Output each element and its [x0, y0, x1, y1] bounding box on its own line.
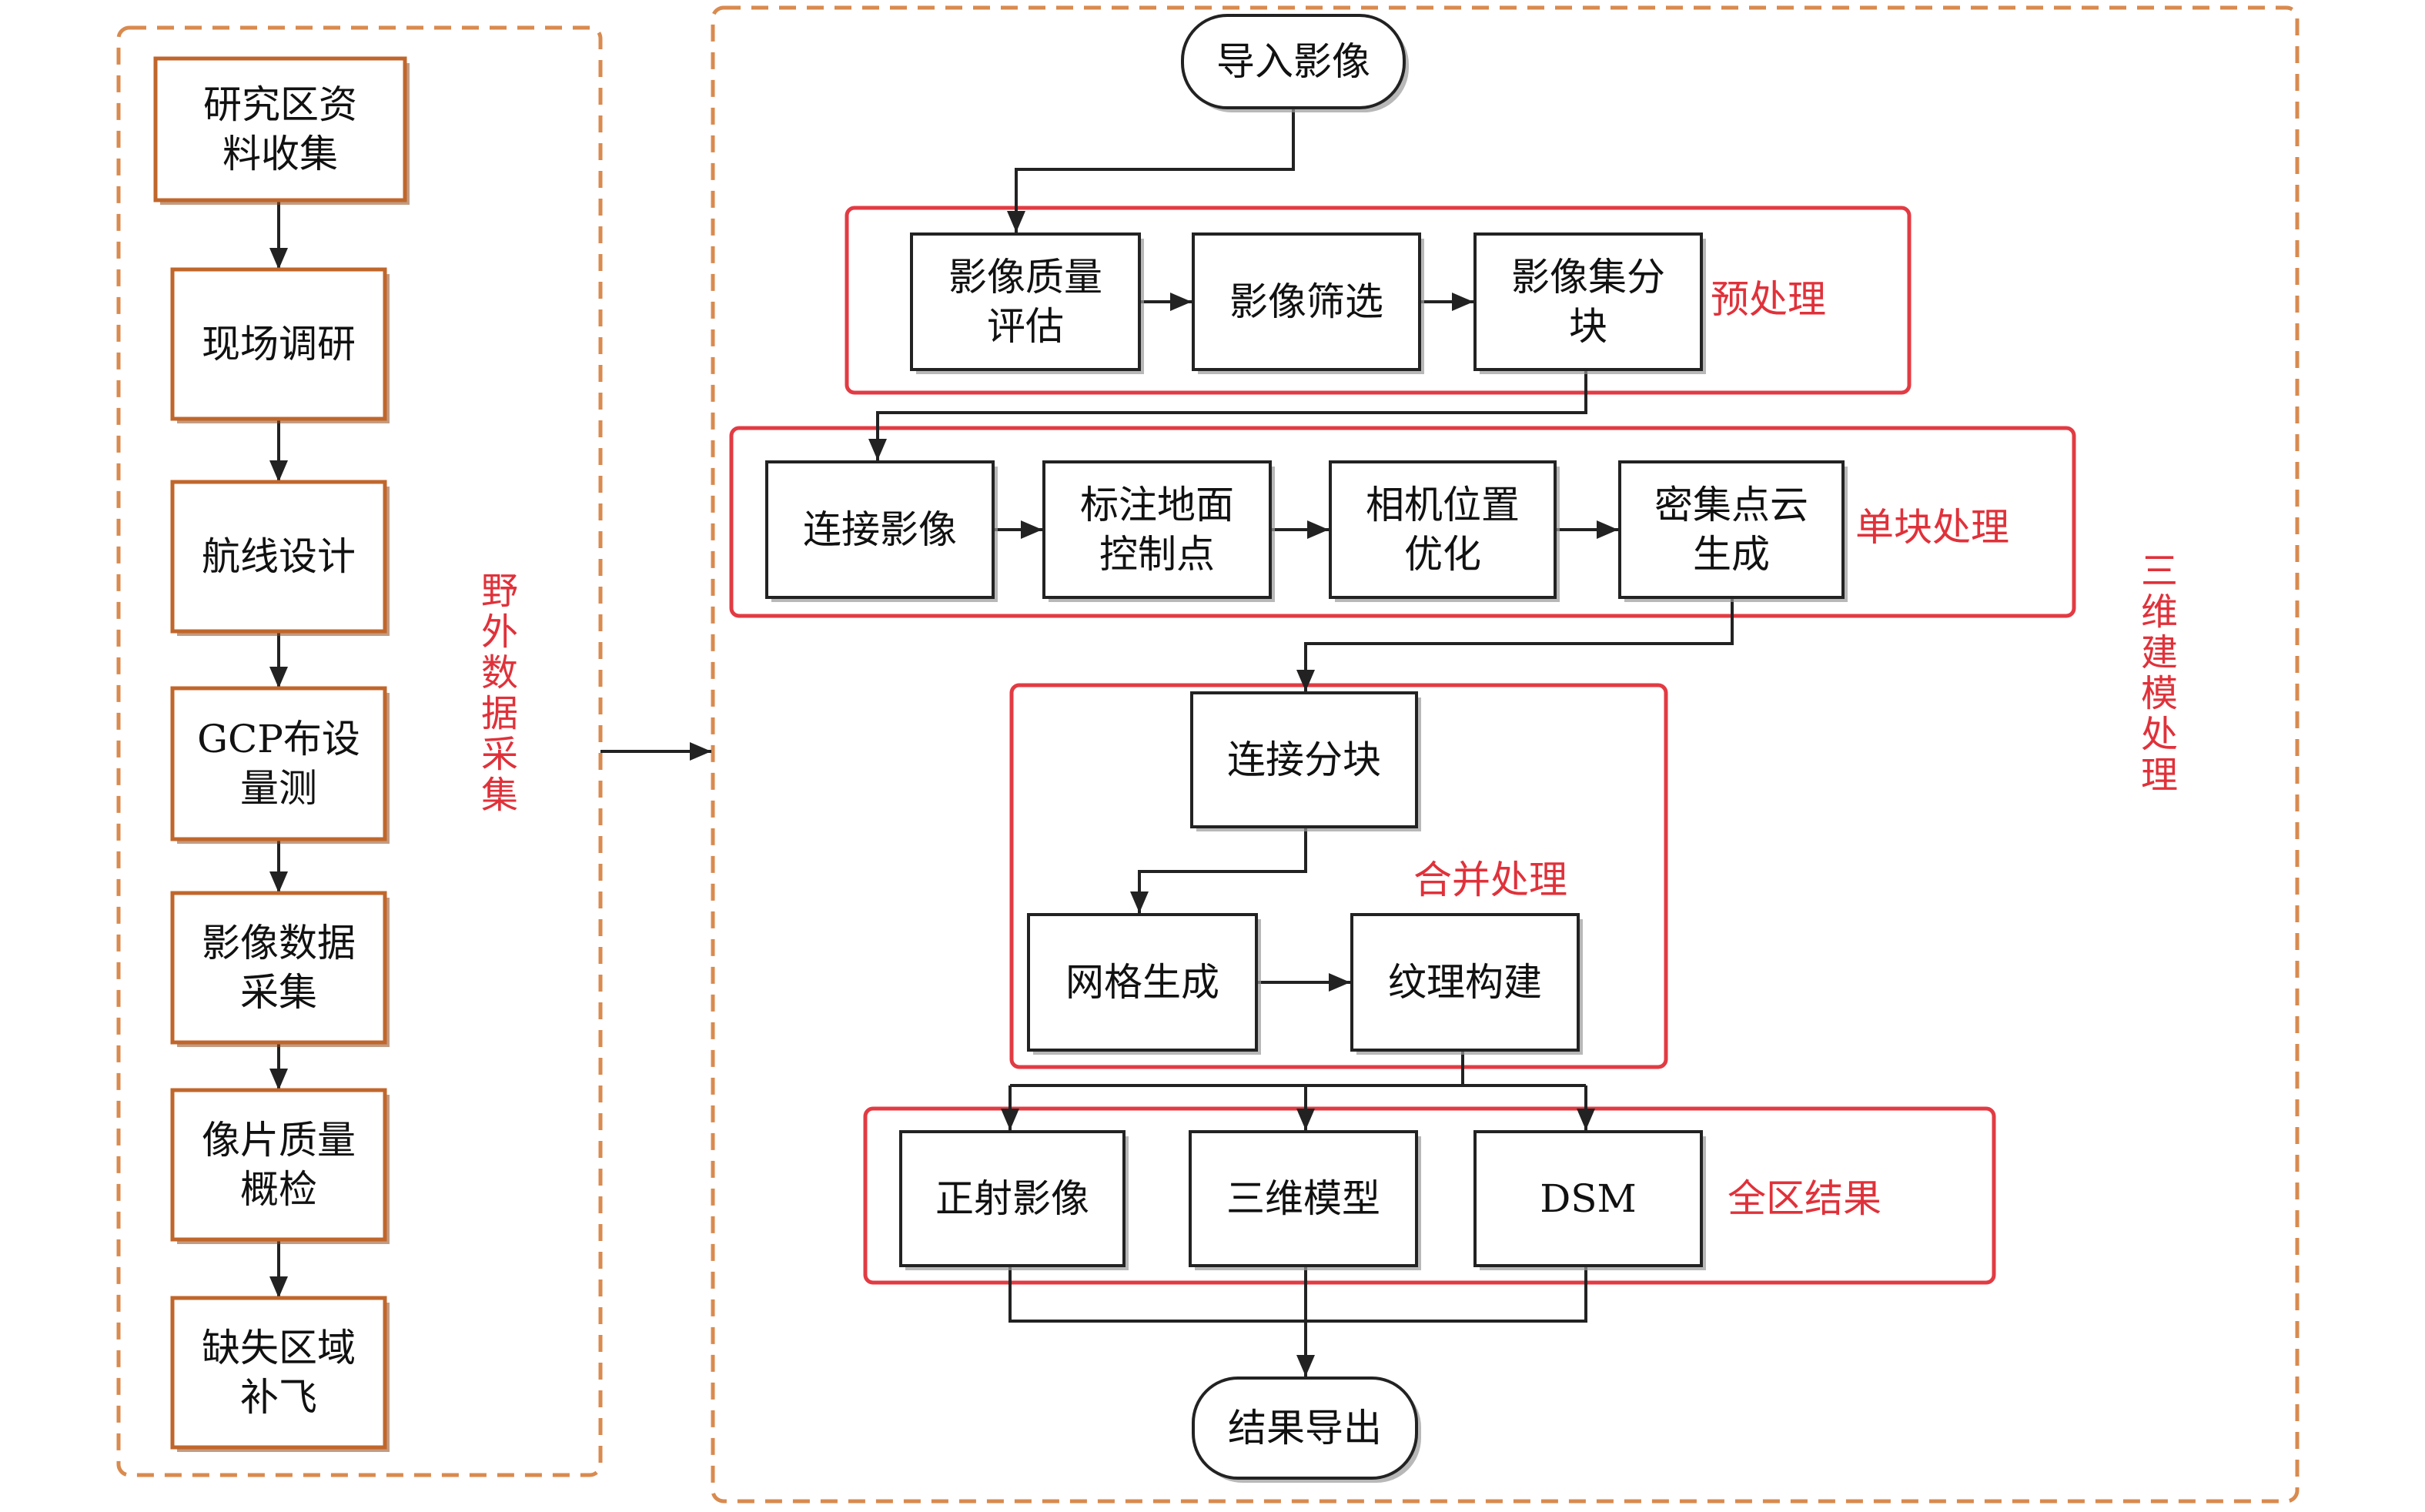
step-connect-blocks: 连接分块	[1190, 691, 1421, 831]
box-outline	[1190, 691, 1418, 828]
result-dsm: DSM	[1473, 1130, 1706, 1270]
step-mesh-generation: 网格生成	[1027, 913, 1261, 1055]
box-outline	[1329, 460, 1557, 599]
flow-arrow	[868, 370, 1587, 460]
node-label-line: 纹理构建	[1388, 960, 1542, 1005]
node-label-line: 评估	[987, 304, 1064, 349]
box-outline	[1473, 232, 1703, 371]
single-block-stage	[729, 426, 2076, 618]
box-outline	[1192, 1377, 1418, 1480]
node-label-line: 生成	[1693, 532, 1770, 577]
three-d-modeling-label: 三维建模处理	[2134, 551, 2177, 796]
box-outline	[1027, 913, 1258, 1052]
node-label-line: 影像质量	[948, 255, 1102, 299]
box-outline	[170, 1088, 387, 1242]
box-outline	[1192, 232, 1421, 371]
node-label-line: 量测	[240, 766, 317, 811]
box-outline	[170, 480, 387, 634]
box-outline	[153, 56, 407, 202]
node-label-line: 正射影像	[935, 1176, 1089, 1221]
step-flight-route-design: 航线设计	[170, 480, 390, 636]
node-label-line: 航线设计	[202, 534, 356, 579]
three-d-modeling-panel	[711, 5, 2300, 1504]
node-label-line: 相机位置	[1366, 483, 1520, 527]
box-outline	[1181, 14, 1406, 109]
node-label-line: 现场调研	[202, 322, 356, 366]
node-label-line: DSM	[1540, 1176, 1637, 1221]
flow-arrow	[1007, 108, 1295, 232]
box-outline	[170, 686, 387, 841]
box-outline	[1618, 460, 1845, 599]
node-label-line: 影像数据	[202, 921, 356, 965]
node-label-line: 标注地面	[1080, 483, 1234, 527]
merge-stage	[1009, 683, 1668, 1069]
node-label-line: GCP布设	[197, 717, 360, 761]
node-label-line: 研究区资	[203, 82, 357, 127]
node-label-line: 补飞	[240, 1375, 317, 1420]
start-import-images: 导入影像	[1181, 14, 1409, 112]
preprocess-label: 预处理	[1711, 277, 1826, 322]
node-label-line: 料收集	[222, 132, 338, 176]
merge-label: 合并处理	[1413, 858, 1567, 902]
node-label-line: 影像集分	[1511, 255, 1665, 299]
step-image-screening: 影像筛选	[1192, 232, 1424, 374]
node-label-line: 概检	[240, 1167, 317, 1212]
full-area-results-label: 全区结果	[1728, 1176, 1881, 1221]
node-label-line: 影像筛选	[1229, 279, 1383, 324]
box-outline	[1042, 460, 1272, 599]
node-label-line: 像片质量	[202, 1118, 356, 1162]
step-tie-images: 连接影像	[765, 460, 998, 602]
box-outline	[910, 232, 1141, 371]
node-label: 结果导出	[1228, 1406, 1382, 1450]
single-block-label: 单块处理	[1855, 505, 2009, 550]
box-outline	[170, 267, 387, 421]
node-label-line: 采集	[240, 970, 317, 1015]
box-outline	[765, 460, 995, 599]
end-export-results: 结果导出	[1192, 1377, 1421, 1483]
result-3d-model: 三维模型	[1189, 1130, 1421, 1270]
box-outline	[899, 1130, 1126, 1267]
box-outline	[170, 1296, 387, 1450]
field-data-collection-panel	[116, 25, 603, 1477]
preprocess-stage	[845, 206, 1912, 395]
step-site-survey: 现场调研	[170, 267, 390, 423]
node-label-line: 连接分块	[1227, 738, 1381, 782]
node-label-line: 优化	[1404, 532, 1481, 577]
flow-arrow	[1296, 597, 1734, 691]
node-label-line: 网格生成	[1065, 960, 1219, 1005]
step-texture-building: 纹理构建	[1350, 913, 1583, 1055]
box-outline	[170, 891, 387, 1045]
node-label: 导入影像	[1216, 39, 1370, 84]
node-label-line: 缺失区域	[202, 1326, 356, 1370]
box-outline	[1473, 1130, 1703, 1267]
node-label-line: 密集点云	[1654, 483, 1808, 527]
flow-connector-line	[1008, 1266, 1587, 1323]
field-data-collection-label: 野外数据采集	[474, 571, 517, 816]
box-outline	[1350, 913, 1580, 1052]
full-area-results-stage	[863, 1106, 1996, 1285]
node-label-line: 连接影像	[803, 507, 957, 552]
node-label-line: 块	[1569, 304, 1607, 349]
node-label-line: 控制点	[1099, 532, 1215, 577]
node-label-line: 三维模型	[1226, 1176, 1380, 1221]
box-outline	[1189, 1130, 1418, 1267]
result-orthophoto: 正射影像	[899, 1130, 1129, 1270]
flow-arrow	[1130, 827, 1307, 913]
